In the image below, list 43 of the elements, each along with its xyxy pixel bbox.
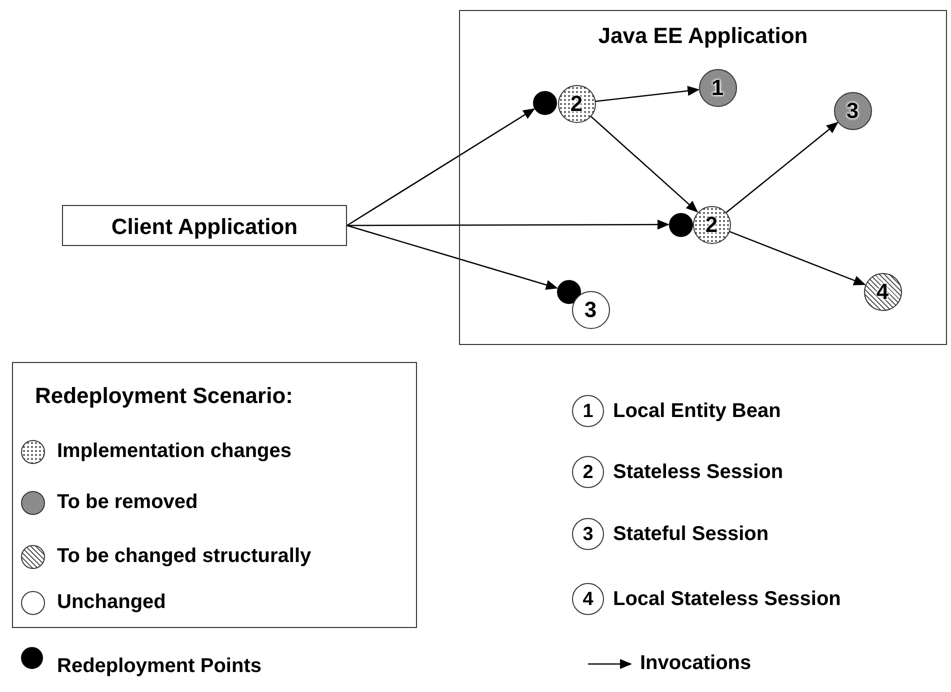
arrow bbox=[595, 86, 700, 102]
arrow bbox=[346, 224, 558, 290]
component-number: 3 bbox=[846, 100, 859, 122]
component-number: 3 bbox=[584, 298, 597, 320]
component-circle bbox=[572, 290, 610, 328]
key-label: Local Stateless Session bbox=[613, 588, 841, 611]
component-circle bbox=[692, 206, 730, 244]
redeployment-point-dot bbox=[556, 280, 580, 304]
component-circle bbox=[558, 84, 596, 122]
key-circle bbox=[572, 518, 604, 550]
arrow bbox=[590, 116, 698, 212]
component-number: 2 bbox=[582, 462, 594, 482]
redeployment-point-dot bbox=[668, 212, 692, 236]
arrow bbox=[726, 122, 838, 214]
arrow bbox=[728, 230, 866, 286]
arrow bbox=[347, 220, 670, 230]
legend-title: Redeployment Scenario: bbox=[35, 383, 293, 409]
application-container bbox=[459, 10, 947, 345]
key-label: Stateless Session bbox=[613, 461, 784, 484]
component-circle bbox=[698, 68, 736, 106]
key-label: Local Entity Bean bbox=[613, 400, 781, 423]
component-number: 3 bbox=[582, 524, 594, 544]
component-number: 1 bbox=[582, 402, 594, 420]
component-number: 2 bbox=[705, 214, 718, 236]
box-label: Client Application bbox=[110, 214, 299, 240]
redeployment-point-dot bbox=[532, 90, 556, 114]
legend-label: Unchanged bbox=[57, 591, 166, 614]
legend-label: Implementation changes bbox=[57, 440, 292, 463]
key-circle bbox=[572, 583, 604, 615]
legend-label: Invocations bbox=[640, 652, 752, 675]
arrow bbox=[346, 108, 536, 226]
key-circle bbox=[572, 395, 604, 427]
legend-label: To be changed structurally bbox=[57, 545, 312, 568]
key-circle bbox=[572, 456, 604, 488]
component-number: 2 bbox=[570, 92, 583, 114]
component-circle bbox=[834, 92, 872, 130]
container-title: Java EE Application bbox=[597, 23, 809, 49]
legend-label: Redeployment Points bbox=[57, 655, 262, 678]
component-number: 1 bbox=[711, 76, 724, 98]
process-box bbox=[62, 205, 347, 246]
key-label: Stateful Session bbox=[613, 523, 769, 546]
component-number: 4 bbox=[582, 590, 594, 608]
legend-label: To be removed bbox=[57, 491, 198, 514]
